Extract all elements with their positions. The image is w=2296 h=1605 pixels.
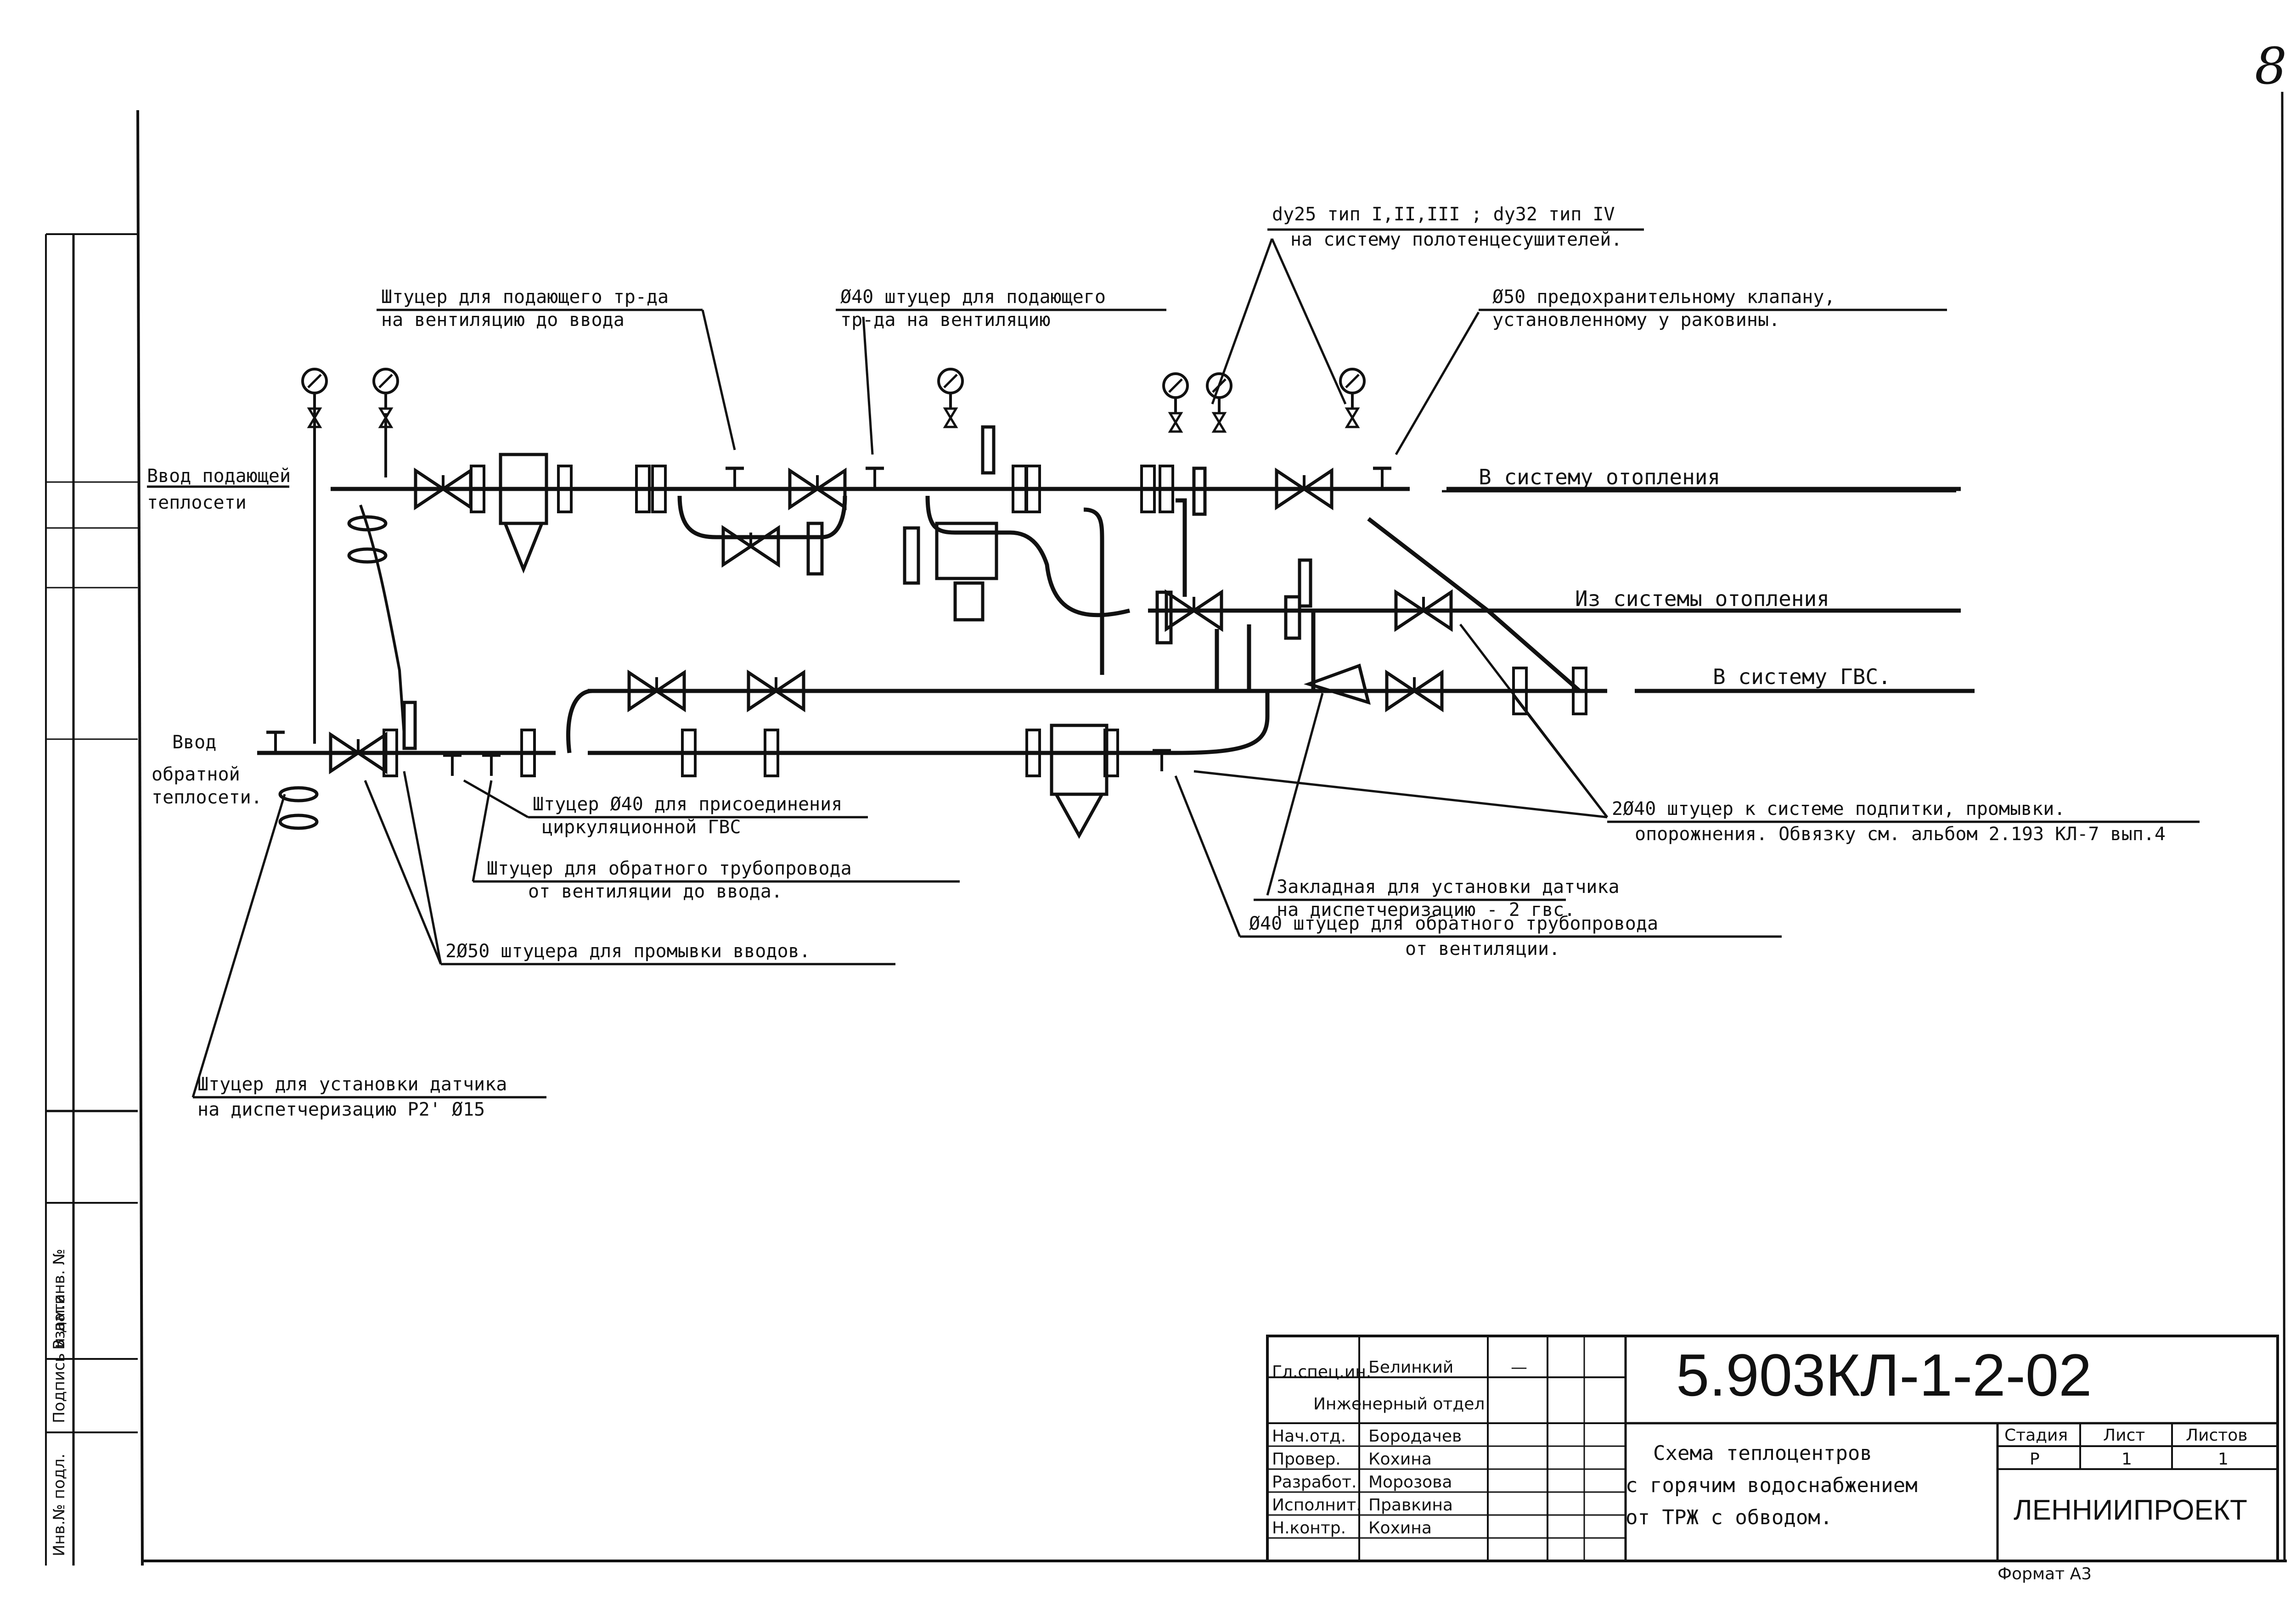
leaders xyxy=(147,228,2200,1099)
supply-filter xyxy=(499,453,548,525)
tb-sheet: 1 xyxy=(2122,1450,2132,1469)
tb-format: Формат А3 xyxy=(1998,1565,2092,1583)
valves xyxy=(331,471,1451,771)
tb-stage-header: Стадия xyxy=(2004,1426,2068,1445)
tb-name-1: Бородачев xyxy=(1368,1427,1462,1446)
callout-safety-valve-1: Ø50 предохранительному клапану, xyxy=(1492,286,1835,308)
tb-name-3: Морозова xyxy=(1368,1473,1452,1492)
equipment xyxy=(278,425,1371,839)
gauge-3 xyxy=(939,369,962,427)
side-stamp-replace: Взам.инв. № xyxy=(50,1249,68,1350)
callout-supply-vent-2: на вентиляцию до ввода xyxy=(381,309,625,331)
tb-stage: Р xyxy=(2030,1450,2040,1469)
bypass-valve xyxy=(723,528,778,565)
callout-safety-valve-2: установленному у раковины. xyxy=(1492,309,1780,331)
label-inlet-return-1: Ввод xyxy=(172,732,216,753)
callout-d40-return-1: Ø40 штуцер для обратного трубопровода xyxy=(1249,913,1658,934)
tb-title-3: от ТРЖ с обводом. xyxy=(1626,1506,1832,1529)
tb-department: Инженерный отдел xyxy=(1313,1395,1485,1414)
callout-dispatch-1: Закладная для установки датчика xyxy=(1277,876,1620,898)
tb-role-0: Гл.спец.ин. xyxy=(1272,1363,1371,1381)
callout-recirc-1: Штуцер Ø40 для присоединения xyxy=(533,794,842,815)
label-inlet-supply-2: теплосети xyxy=(147,492,247,513)
callout-towel-dryers-1: dу25 тип I,II,III ; dу32 тип IV xyxy=(1272,204,1615,225)
callout-return-vent-1: Штуцер для обратного трубопровода xyxy=(487,858,852,879)
label-from-heating: Из системы отопления xyxy=(1575,586,1829,611)
pipes xyxy=(257,404,1975,755)
gauge-2 xyxy=(374,369,398,427)
regulator xyxy=(935,522,998,580)
pipe-labels: Ввод подающей теплосети Ввод обратной те… xyxy=(147,465,1891,808)
tb-name-5: Кохина xyxy=(1368,1519,1432,1538)
callout-purge: 2Ø50 штуцера для промывки вводов. xyxy=(445,941,810,962)
tb-sheets-header: Листов xyxy=(2186,1426,2247,1445)
doc-code: 5.903КЛ-1-2-02 xyxy=(1676,1341,2092,1409)
callout-towel-dryers-2: на систему полотенцесушителей. xyxy=(1290,229,1622,250)
label-inlet-return-2: обратной xyxy=(152,764,240,785)
tb-title-1: Схема теплоцентров xyxy=(1653,1442,1872,1465)
tb-sheets: 1 xyxy=(2218,1450,2228,1469)
callout-d40-supply-1: Ø40 штуцер для подающего xyxy=(840,286,1106,308)
tb-sheet-header: Лист xyxy=(2103,1426,2145,1445)
tb-name-0: Белинкий xyxy=(1368,1358,1453,1377)
tb-name-4: Правкина xyxy=(1368,1496,1453,1515)
callout-makeup-1: 2Ø40 штуцер к системе подпитки, промывки… xyxy=(1612,798,2065,819)
callout-recirc-2: циркуляционной ГВС xyxy=(542,817,741,838)
title-block-text: 5.903КЛ-1-2-02 Гл.спец.ин. Белинкий — Ин… xyxy=(1272,1341,2247,1583)
label-to-dhw: В систему ГВС. xyxy=(1713,664,1891,689)
label-inlet-return-3: теплосети. xyxy=(152,787,262,808)
callout-sensor-2: на диспетчеризацию P2' Ø15 xyxy=(197,1099,485,1120)
side-stamp: Инв.№ подл. Подпись и дата Взам.инв. № xyxy=(50,1249,68,1556)
tb-role-5: Н.контр. xyxy=(1272,1519,1346,1538)
side-stamp-sign-date: Подпись и дата xyxy=(50,1294,68,1423)
tb-role-1: Нач.отд. xyxy=(1272,1427,1346,1446)
callout-d40-supply-2: тр-да на вентиляцию xyxy=(840,309,1051,331)
tb-role-3: Разработ. xyxy=(1272,1473,1356,1492)
callout-dispatch-2: на диспетчеризацию - 2 гвс. xyxy=(1277,899,1575,920)
gauge-1 xyxy=(303,369,326,427)
callout-supply-vent-1: Штуцер для подающего тр-да xyxy=(381,286,669,308)
tb-name-2: Кохина xyxy=(1368,1450,1432,1469)
tb-organization: ЛЕННИИПРОЕКТ xyxy=(2014,1494,2247,1526)
tb-role-4: Исполнит. xyxy=(1272,1496,1362,1515)
tb-role-2: Провер. xyxy=(1272,1450,1341,1469)
callout-makeup-2: опорожнения. Обвязку см. альбом 2.193 КЛ… xyxy=(1635,824,2166,845)
label-inlet-supply-1: Ввод подающей xyxy=(147,466,291,487)
side-stamp-inv: Инв.№ подл. xyxy=(50,1453,68,1556)
callout-d40-return-2: от вентиляции. xyxy=(1405,938,1560,960)
callout-return-vent-2: от вентиляции до ввода. xyxy=(528,881,782,902)
callouts: Штуцер для подающего тр-да на вентиляцию… xyxy=(197,204,2166,1120)
callout-sensor-1: Штуцер для установки датчика xyxy=(197,1074,507,1095)
label-to-heating: В систему отопления xyxy=(1479,465,1720,489)
page-number: 8 xyxy=(2255,37,2287,95)
tb-sign-0: — xyxy=(1511,1358,1527,1377)
gauges xyxy=(303,369,1364,432)
tb-title-2: с горячим водоснабжением xyxy=(1626,1474,1918,1497)
title-block xyxy=(1266,1335,2279,1562)
return-filter xyxy=(1050,724,1109,796)
gauge-4 xyxy=(1164,374,1187,432)
